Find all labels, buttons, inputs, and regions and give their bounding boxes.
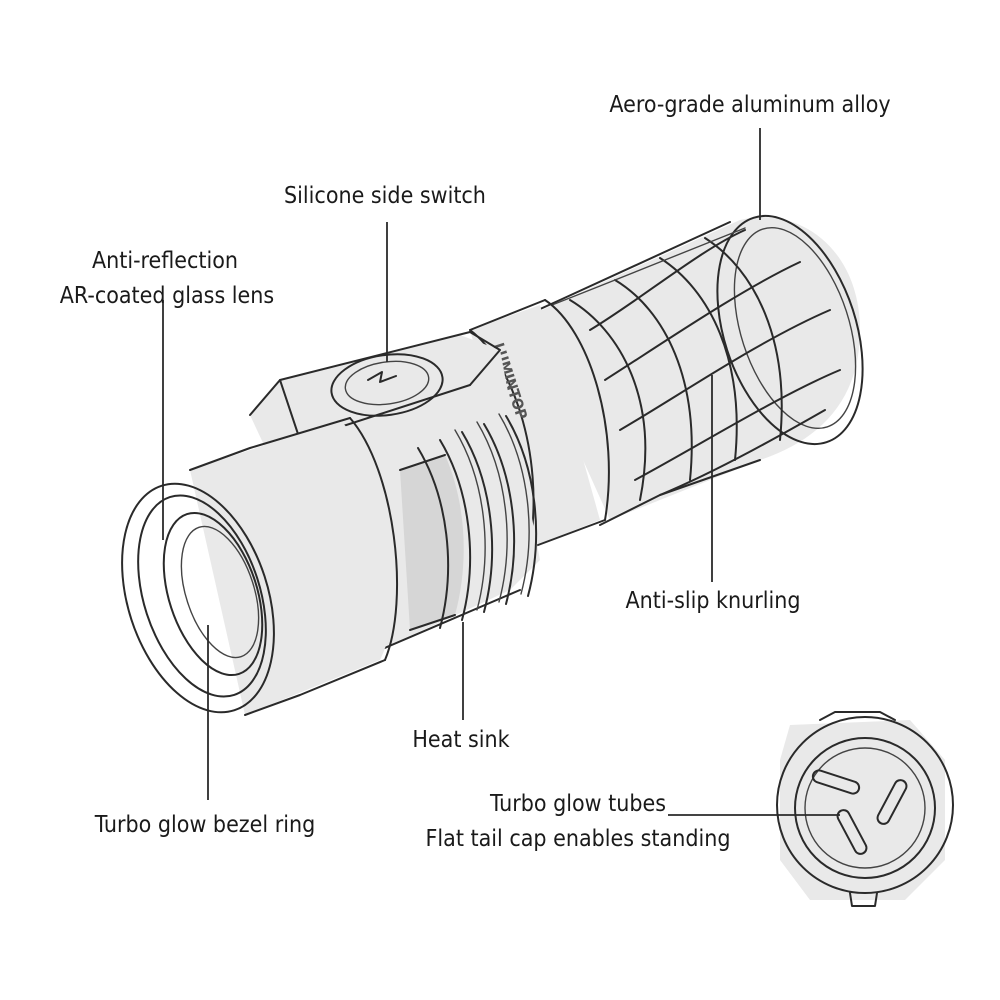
tail-cap-inset <box>776 711 954 907</box>
leader-lines <box>162 128 840 816</box>
glow-tubes <box>811 769 908 855</box>
knurl-pattern <box>551 227 841 501</box>
label-lens-line2: AR-coated glass lens <box>60 283 274 309</box>
label-tubes-line1: Turbo glow tubes <box>489 791 666 817</box>
label-heat-sink: Heat sink <box>412 727 509 753</box>
flashlight-illustration: LUMINTOP <box>121 214 864 716</box>
label-bezel: Turbo glow bezel ring <box>94 812 315 838</box>
heat-sink-fins <box>399 413 538 631</box>
label-lens-line1: Anti-reflection <box>92 248 238 274</box>
knurled-tail <box>504 214 864 526</box>
side-switch <box>330 353 444 417</box>
arrow-logo-icon <box>367 371 397 383</box>
callout-labels: Aero-grade aluminum alloy Silicone side … <box>60 92 891 852</box>
label-tubes-line2: Flat tail cap enables standing <box>426 826 731 852</box>
label-knurling: Anti-slip knurling <box>625 588 800 614</box>
label-aluminum: Aero-grade aluminum alloy <box>609 92 890 118</box>
label-side-switch: Silicone side switch <box>284 183 486 209</box>
front-barrel <box>121 417 398 716</box>
